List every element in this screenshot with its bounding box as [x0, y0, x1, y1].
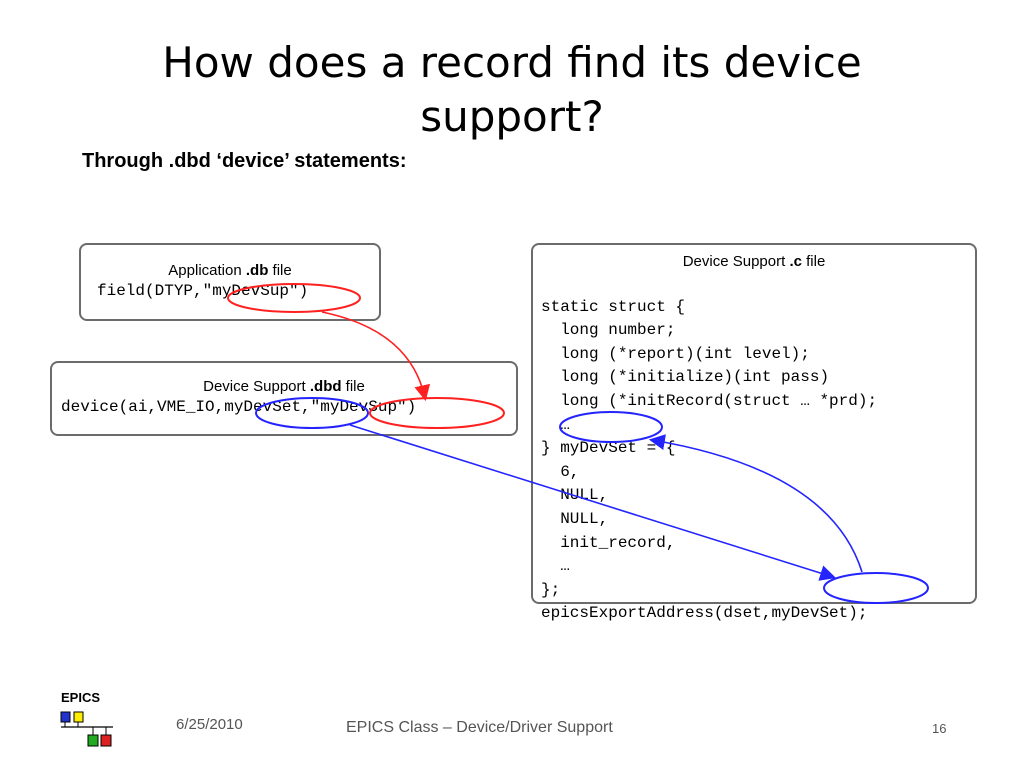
page-number: 16 [932, 721, 947, 736]
device-support-dbd-caption: Device Support .dbd file [203, 378, 365, 395]
device-support-c-code: static struct { long number; long (*repo… [541, 272, 975, 673]
epics-logo: EPICS [58, 690, 118, 750]
code-line: long (*initRecord(struct … *prd); [541, 391, 878, 410]
slide-title: How does a record find its device suppor… [162, 38, 862, 141]
code-line: }; [541, 580, 561, 599]
code-line: static struct { [541, 297, 686, 316]
code-line: long (*report)(int level); [541, 344, 810, 363]
code-line: long (*initialize)(int pass) [541, 368, 830, 387]
code-line: … [541, 557, 570, 576]
code-line: init_record, [541, 533, 676, 552]
code-line: NULL, [541, 509, 609, 528]
epics-logo-icon [60, 711, 113, 747]
code-line: epicsExportAddress(dset,myDevSet); [541, 604, 868, 623]
application-db-code: field(DTYP,"myDevSup") [97, 282, 309, 300]
device-support-c-box: Device Support .c file static struct { l… [531, 243, 977, 622]
device-support-dbd-box: Device Support .dbd file device(ai,VME_I… [50, 361, 518, 436]
slide-subtitle: Through .dbd ‘device’ statements: [82, 150, 407, 172]
footer-title: EPICS Class – Device/Driver Support [346, 719, 613, 736]
code-line: long number; [541, 321, 676, 340]
device-support-dbd-code: device(ai,VME_IO,myDevSet,"myDevSup") [61, 398, 417, 416]
epics-logo-text: EPICS [61, 690, 101, 705]
code-line: … [541, 415, 570, 434]
code-line: 6, [541, 462, 580, 481]
code-line: } myDevSet = { [541, 439, 676, 458]
application-db-box: Application .db file field(DTYP,"myDevSu… [79, 243, 381, 321]
application-db-caption: Application .db file [168, 262, 292, 279]
code-line: NULL, [541, 486, 609, 505]
device-support-c-caption: Device Support .c file [682, 253, 826, 270]
footer-date: 6/25/2010 [176, 716, 243, 733]
